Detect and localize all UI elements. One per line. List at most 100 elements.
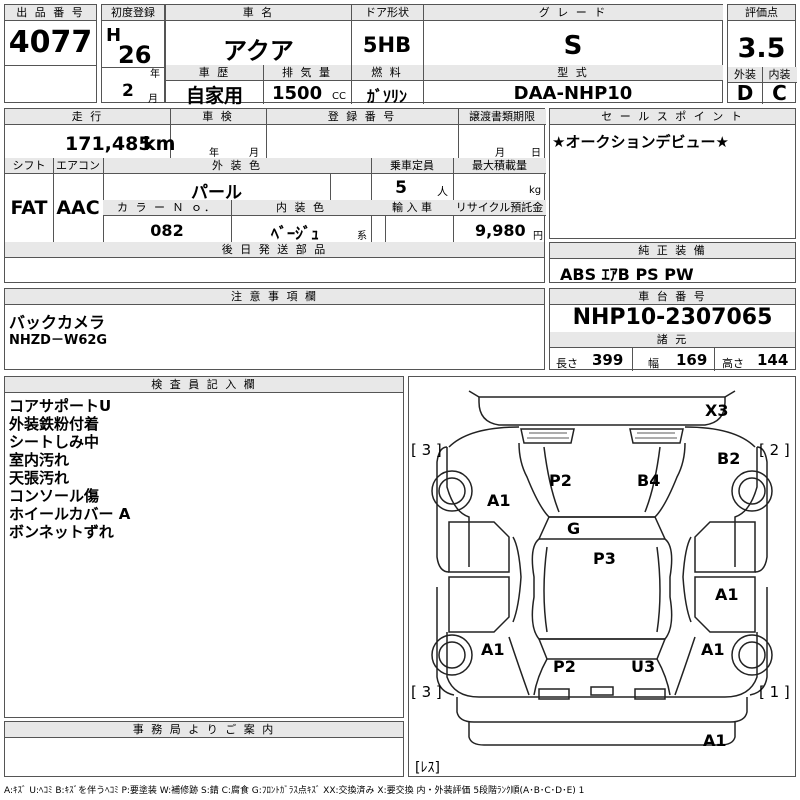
length-label: 長さ [556,357,578,370]
caution-line-2: NHZD－W62G [9,333,108,348]
era-letter: H [106,25,122,46]
lot-number: 4077 [8,25,93,60]
chassis-box: 車 台 番 号 NHP10-2307065 諸 元 長さ 399 幅 169 高… [549,288,796,371]
capacity-unit: 人 [437,185,448,198]
grade-label: グ レ ー ド [423,5,723,21]
color-number: 082 [150,221,184,240]
reg-number-label: 登 録 番 号 [266,109,458,125]
damage-mark: P3 [593,549,616,568]
office-box: 事 務 局 よ り ご 案 内 [4,721,404,777]
width: 169 [676,351,708,369]
interior-grade-label: 内装 [762,67,797,83]
car-name-label: 車 名 [166,5,351,21]
genuine-equipment: ABS ｴｱB PS PW [560,265,694,284]
year-unit: 年 [150,69,160,80]
damage-mark: X3 [705,401,729,420]
damage-mark: B2 [717,449,741,468]
displacement-unit: CC [332,91,346,102]
specs-label: 諸 元 [550,332,795,348]
office-label: 事 務 局 よ り ご 案 内 [5,722,403,738]
ac-type: AAC [56,197,100,219]
model-label: 型 式 [423,65,723,81]
max-load-unit: kg [529,185,542,196]
tire-tread: [ 2 ] [759,441,790,459]
damage-mark: A1 [701,640,725,659]
legend: A:ｷｽﾞ U:ﾍｺﾐ B:ｷｽﾞを伴うﾍｺﾐ P:要塗装 W:補修跡 S:錆 … [4,786,585,796]
height-label: 高さ [722,357,744,370]
lot-number-label: 出 品 番 号 [5,5,96,21]
damage-mark: U3 [631,657,656,676]
car-history: 自家用 [185,85,243,107]
capacity: 5 [395,178,407,198]
car-name: アクア [223,37,294,65]
transfer-month-unit: 月 [495,148,505,159]
color-number-label: カ ラ ー Ｎ ｏ． [103,200,231,216]
sales-point: ★オークションデビュー★ [552,133,729,151]
first-registration-label: 初度登録 [102,5,164,21]
chassis-label: 車 台 番 号 [550,289,795,305]
transfer-day-unit: 日 [531,148,541,159]
recycle-deposit-label: リサイクル預託金 [453,200,546,216]
inspection-month-unit: 月 [249,148,259,159]
mileage: 171,485 [65,133,152,155]
damage-mark: P2 [553,657,576,676]
capacity-label: 乗車定員 [371,158,453,174]
damage-diagram-box: X3 [ 3 ] [ 2 ] B2 P2 B4 A1 G P3 A1 A1 A1… [408,376,796,777]
exterior-grade-label: 外装 [728,67,762,83]
exterior-color: パール [191,183,242,203]
inspector-note: 室内汚れ [9,451,70,469]
damage-mark: A1 [715,585,739,604]
inspector-note: シートしみ中 [9,433,100,451]
interior-color-unit: 系 [357,231,367,242]
sales-point-box: セ ー ル ス ポ イ ン ト ★オークションデビュー★ [549,108,796,239]
first-reg-year: 26 [118,41,152,69]
chassis-number: NHP10-2307065 [572,305,773,330]
fuel-label: 燃 料 [351,65,423,81]
inspection-label: 車 検 [170,109,266,125]
mileage-label: 走 行 [5,109,170,125]
damage-mark: A1 [487,491,511,510]
score-box: 評価点 3.5 外装 内装 D C [727,4,797,105]
recycle-unit: 円 [533,231,543,242]
caution-label: 注 意 事 項 欄 [5,289,544,305]
shift-type: FAT [10,197,48,219]
damage-mark: G [567,519,581,538]
damage-mark: B4 [637,471,661,490]
damage-mark: A1 [481,640,505,659]
ac-label: エアコン [53,158,103,174]
fuel-type: ｶﾞｿﾘﾝ [366,87,407,106]
history-label: 車 歴 [166,65,263,81]
genuine-equipment-label: 純 正 装 備 [550,243,795,259]
max-load-label: 最大積載量 [453,158,546,174]
damage-mark: A1 [703,731,727,750]
grade: S [563,31,583,61]
model-code: DAA-NHP10 [513,83,633,104]
lot-number-box: 出 品 番 号 4077 [4,4,97,103]
inspector-label: 検 査 員 記 入 欄 [5,377,403,393]
month-unit: 月 [148,94,158,105]
interior-color-label: 内 装 色 [231,200,371,216]
inspector-note: コアサポートU [9,397,112,415]
tire-tread: [ 1 ] [759,683,790,701]
mileage-unit: km [143,133,176,155]
caution-line-1: バックカメラ [9,313,106,332]
width-label: 幅 [648,357,659,370]
recycle-deposit: 9,980 [475,221,526,240]
inspector-note: ホイールカバー A [9,505,131,523]
overall-score: 3.5 [737,33,786,64]
interior-color: ﾍﾞｰｼﾞｭ [270,224,319,243]
inspector-note: コンソール傷 [9,487,100,505]
inspector-box: 検 査 員 記 入 欄 コアサポートU 外装鉄粉付着 シートしみ中 室内汚れ 天… [4,376,404,718]
door-type: 5HB [362,33,412,57]
score-label: 評価点 [728,5,795,21]
door-label: ドア形状 [351,5,423,21]
main-info-box: 車 名 ドア形状 グ レ ー ド アクア 5HB S 車 歴 排 気 量 燃 料… [165,4,723,107]
exterior-grade: D [736,81,754,105]
tire-tread: [ 3 ] [411,683,442,701]
transfer-deadline-label: 譲渡書類期限 [458,109,546,125]
displacement-label: 排 気 量 [263,65,351,81]
later-parts-label: 後 日 発 送 部 品 [5,242,544,258]
spare-tire: [ﾚｽ] [415,760,440,776]
inspector-note: ボンネットずれ [9,523,114,541]
first-registration-box: 初度登録 H 26 年 2 月 [101,4,165,105]
